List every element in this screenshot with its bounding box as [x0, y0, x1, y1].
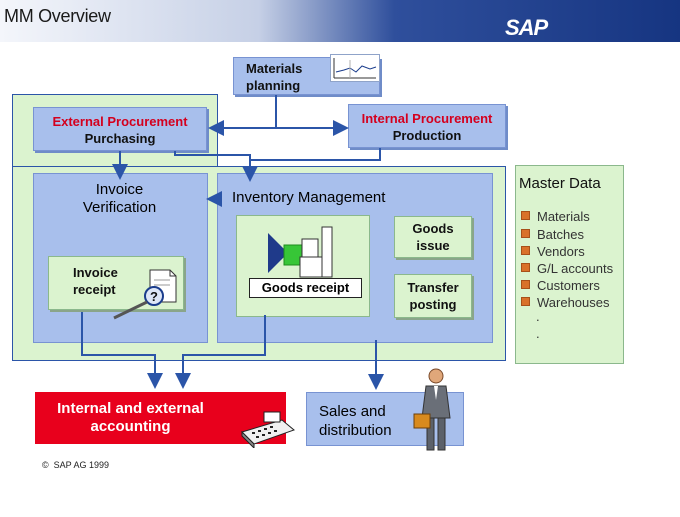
bullet-icon: [521, 297, 530, 306]
master-data-ellipsis: .: [536, 309, 540, 324]
header-bar: [0, 0, 680, 42]
bullet-icon: [521, 211, 530, 220]
master-data-item: Customers: [521, 278, 600, 293]
transfer-posting-line2: posting: [409, 297, 457, 312]
svg-text:?: ?: [150, 289, 158, 304]
goods-issue-line2: issue: [416, 238, 450, 253]
copyright-icon: ©: [42, 460, 49, 470]
master-data-item: Batches: [521, 227, 584, 242]
invoice-verification-title: Invoice Verification: [33, 181, 206, 217]
internal-procurement-box: Internal Procurement Production: [348, 104, 506, 148]
production-label: Production: [392, 128, 462, 143]
calculator-icon: [241, 411, 295, 448]
external-procurement-box: External Procurement Purchasing: [33, 107, 207, 151]
businessman-icon: [413, 368, 451, 451]
inventory-management-title: Inventory Management: [232, 189, 386, 206]
sales-distribution-line1: Sales and: [319, 403, 386, 420]
bullet-icon: [521, 246, 530, 255]
master-data-item: Vendors: [521, 244, 585, 259]
materials-planning-line1: Materials: [246, 61, 303, 76]
accounting-box: Internal and external accounting: [35, 392, 286, 444]
goods-receipt-label: Goods receipt: [249, 278, 362, 298]
internal-procurement-title: Internal Procurement: [361, 111, 493, 126]
sales-distribution-line2: distribution: [319, 422, 392, 439]
invoice-verification-line2: Verification: [82, 199, 157, 216]
master-data-item: G/L accounts: [521, 261, 613, 276]
purchasing-label: Purchasing: [84, 131, 156, 146]
master-data-item: Materials: [521, 209, 590, 224]
invoice-magnifier-icon: ?: [113, 269, 177, 320]
master-data-item: Warehouses: [521, 295, 610, 310]
bullet-icon: [521, 229, 530, 238]
accounting-line1: Internal and external: [57, 400, 204, 417]
transfer-posting-line1: Transfer: [407, 280, 459, 295]
page-title: MM Overview: [4, 6, 111, 26]
master-data-title: Master Data: [519, 175, 601, 192]
planning-chart-icon: [330, 54, 380, 82]
copyright-text: SAP AG 1999: [53, 460, 110, 470]
goods-issue-line1: Goods: [412, 221, 454, 236]
external-procurement-title: External Procurement: [52, 114, 188, 129]
sap-logo: SAP: [505, 15, 548, 40]
bullet-icon: [521, 263, 530, 272]
copyright: © SAP AG 1999: [42, 460, 109, 470]
invoice-receipt-line2: receipt: [73, 282, 116, 297]
master-data-ellipsis: .: [536, 326, 540, 341]
transfer-posting-box: Transfer posting: [394, 274, 472, 318]
goods-receipt-icon: [268, 226, 333, 278]
goods-issue-box: Goods issue: [394, 216, 472, 258]
invoice-verification-line1: Invoice: [95, 181, 144, 198]
invoice-receipt-line1: Invoice: [73, 265, 118, 280]
master-data-panel: [515, 165, 624, 364]
accounting-line2: accounting: [90, 418, 171, 435]
materials-planning-line2: planning: [246, 78, 301, 93]
bullet-icon: [521, 280, 530, 289]
